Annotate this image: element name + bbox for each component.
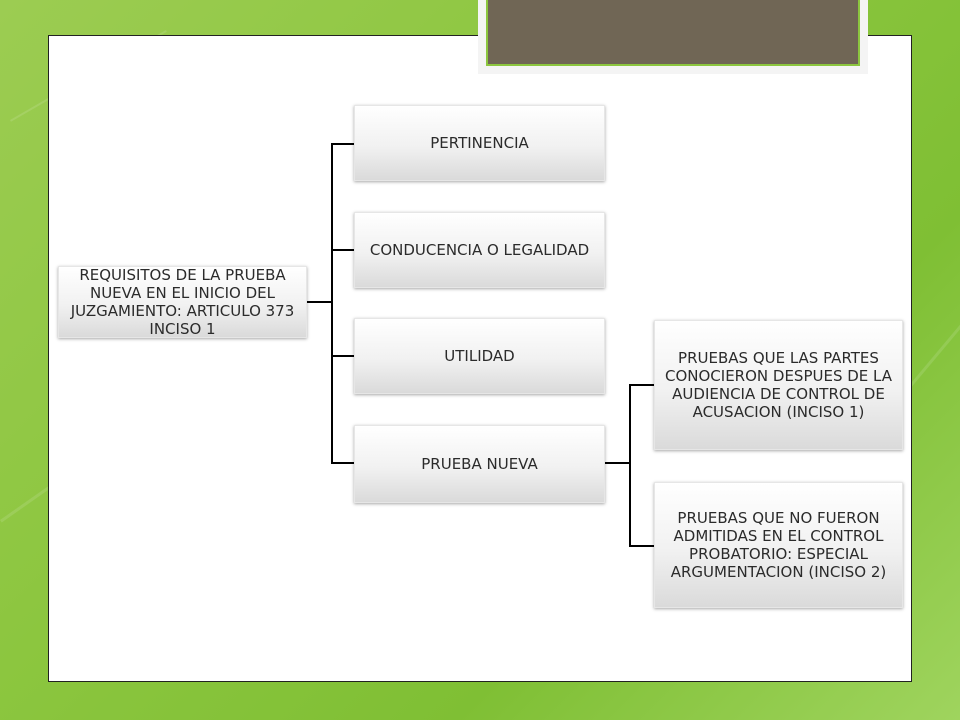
node-pruebas-no-admitidas: PRUEBAS QUE NO FUERON ADMITIDAS EN EL CO… [654, 482, 903, 608]
title-tab [486, 0, 860, 66]
connector-line [331, 143, 333, 464]
node-conducencia: CONDUCENCIA O LEGALIDAD [354, 212, 605, 288]
connector-line [629, 384, 654, 386]
connector-line [629, 384, 631, 547]
node-label: PRUEBA NUEVA [421, 455, 538, 473]
node-label: PRUEBAS QUE NO FUERON ADMITIDAS EN EL CO… [670, 509, 887, 581]
connector-line [331, 355, 354, 357]
node-label: CONDUCENCIA O LEGALIDAD [369, 241, 590, 259]
node-prueba-nueva: PRUEBA NUEVA [354, 425, 605, 503]
connector-line [331, 462, 354, 464]
connector-line [331, 249, 354, 251]
node-pertinencia: PERTINENCIA [354, 105, 605, 181]
connector-line [604, 462, 630, 464]
node-pruebas-conocidas: PRUEBAS QUE LAS PARTES CONOCIERON DESPUE… [654, 320, 903, 450]
node-label: PRUEBAS QUE LAS PARTES CONOCIERON DESPUE… [665, 349, 892, 421]
root-node: REQUISITOS DE LA PRUEBA NUEVA EN EL INIC… [58, 266, 307, 338]
connector-line [331, 143, 354, 145]
node-label: UTILIDAD [444, 347, 515, 365]
node-label: PERTINENCIA [430, 134, 529, 152]
root-node-label: REQUISITOS DE LA PRUEBA NUEVA EN EL INIC… [70, 266, 295, 338]
node-utilidad: UTILIDAD [354, 318, 605, 394]
connector-line [629, 545, 654, 547]
connector-line [307, 301, 332, 303]
